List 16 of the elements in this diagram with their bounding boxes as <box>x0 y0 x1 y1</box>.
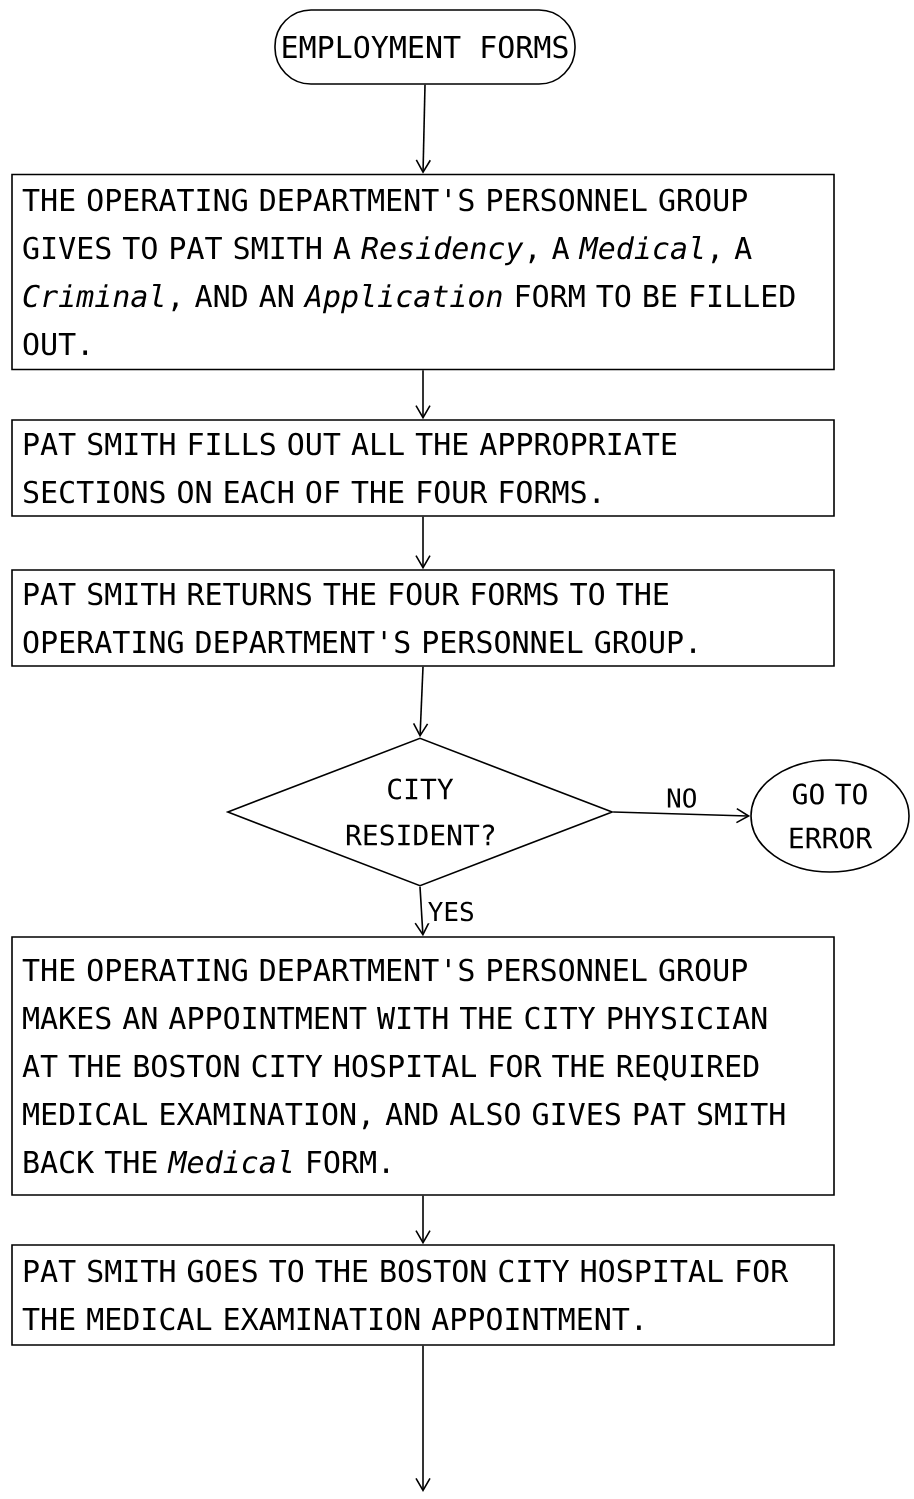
arrow <box>415 516 431 570</box>
process-box: PAT SMITH GOES TO THE BOSTON CITY HOSPITAL FOR THE MEDICAL EXAMINATION APPOINTMENT. <box>11 1244 835 1346</box>
arrow <box>415 84 432 174</box>
arrow <box>415 1195 431 1245</box>
process-box: PAT SMITH RETURNS THE FOUR FORMS TO THE OPERATING DEPARTMENT'S PERSONNEL GROUP. <box>11 569 835 667</box>
edge-label: YES <box>425 899 477 924</box>
terminal-box: EMPLOYMENT FORMS <box>274 9 576 85</box>
process-box: THE OPERATING DEPARTMENT'S PERSONNEL GROUP GIVES TO PAT SMITH A Residency, A Medical, A Criminal, AND AN Application FORM TO BE FILLED OUT. <box>11 173 835 371</box>
arrow <box>414 886 430 937</box>
arrow <box>612 807 751 824</box>
process-box: THE OPERATING DEPARTMENT'S PERSONNEL GROUP MAKES AN APPOINTMENT WITH THE CITY PHYSICIAN AT THE BOSTON CITY HOSPITAL FOR THE REQUIRED MEDICAL EXAMINATION, AND ALSO GIVES PAT SMITH BACK THE Medical FORM. <box>11 936 835 1196</box>
edge-label: NO <box>664 786 700 810</box>
process-box: PAT SMITH FILLS OUT ALL THE APPROPRIATE SECTIONS ON EACH OF THE FOUR FORMS. <box>11 419 835 517</box>
arrow <box>415 1345 431 1492</box>
arrow <box>412 666 429 738</box>
arrow <box>415 369 431 420</box>
